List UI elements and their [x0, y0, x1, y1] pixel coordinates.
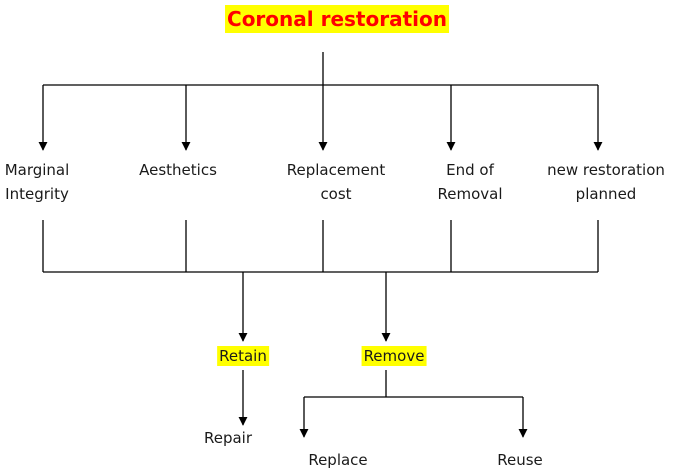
outcome-repair: Repair	[203, 429, 253, 447]
criterion-end-of-removal: End of Removal	[437, 158, 502, 206]
criterion-line1: Marginal	[4, 161, 70, 179]
criterion-line2: Integrity	[5, 185, 69, 203]
outcome-replace: Replace	[308, 451, 368, 469]
criterion-new-restoration-planned: new restoration planned	[547, 158, 665, 206]
criterion-aesthetics: Aesthetics	[139, 158, 217, 182]
criterion-marginal-integrity: Marginal Integrity	[5, 158, 70, 206]
criterion-replacement-cost: Replacement cost	[287, 158, 386, 206]
diagram-title: Coronal restoration	[225, 5, 449, 33]
criterion-line1: new restoration	[547, 161, 665, 179]
criterion-line2: Removal	[437, 185, 503, 203]
criterion-line2: planned	[575, 185, 637, 203]
criterion-line1: Replacement	[286, 161, 386, 179]
outcome-reuse: Reuse	[497, 451, 543, 469]
decision-retain: Retain	[217, 346, 269, 366]
criterion-line2: cost	[320, 185, 352, 203]
criterion-line1: End of	[446, 161, 494, 179]
decision-remove: Remove	[361, 346, 427, 366]
criterion-line1: Aesthetics	[139, 161, 217, 179]
